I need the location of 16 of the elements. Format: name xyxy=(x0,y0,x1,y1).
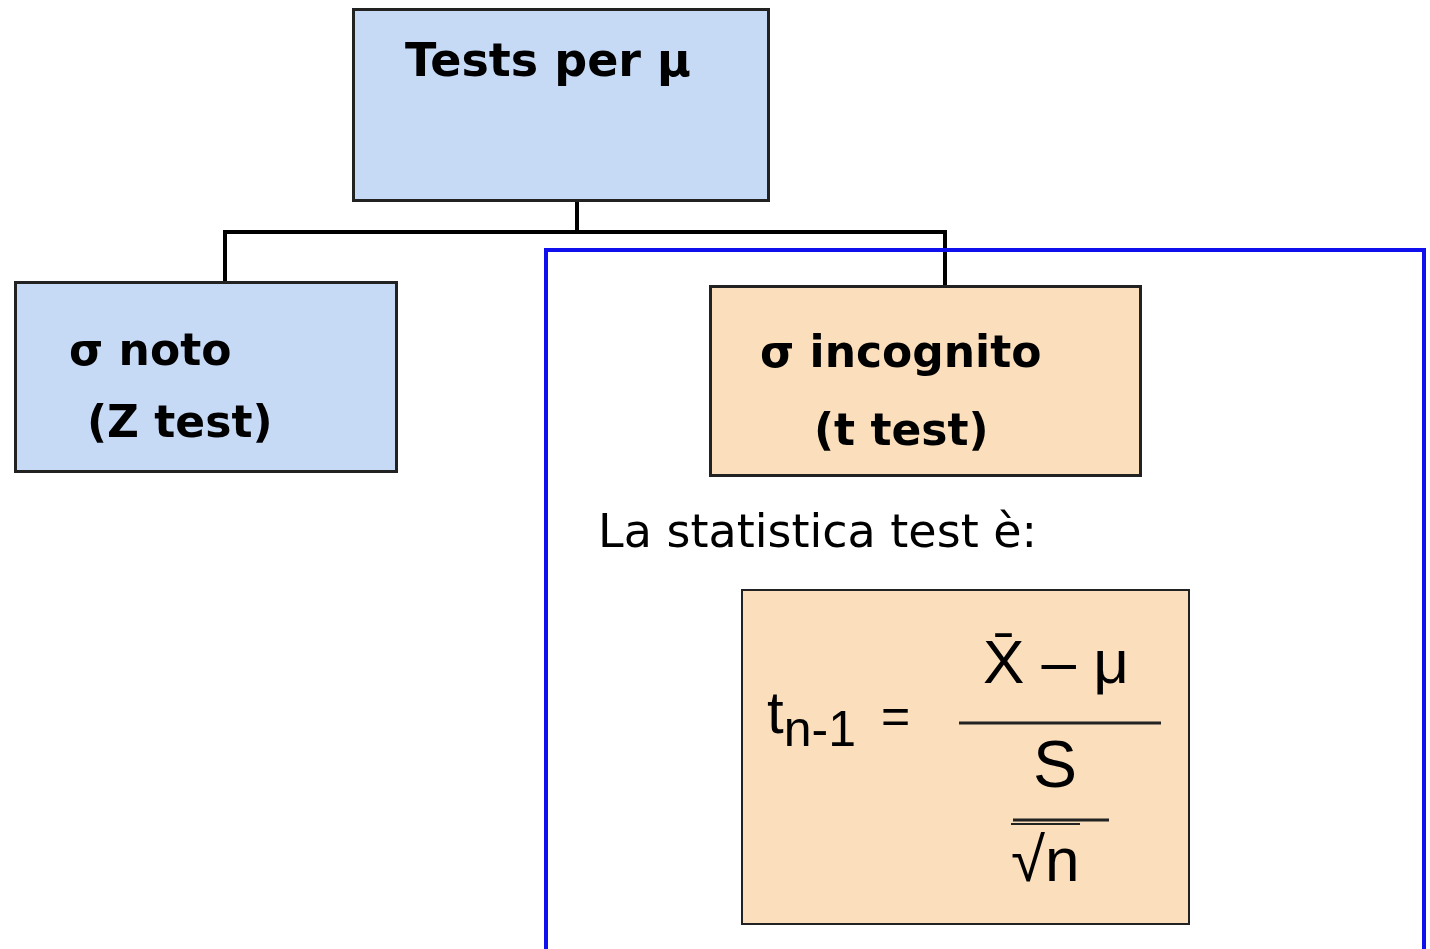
connector-line xyxy=(575,202,947,285)
equals-sign: = xyxy=(881,691,911,741)
formula-term: S xyxy=(1033,731,1078,797)
box-label: σ noto xyxy=(69,328,232,372)
category-box xyxy=(14,281,398,473)
formula-term: X̄ – μ xyxy=(983,631,1129,693)
box-label: (t test) xyxy=(814,408,989,452)
box-label: (Z test) xyxy=(87,400,273,444)
category-box xyxy=(709,285,1142,477)
box-label: σ incognito xyxy=(760,330,1042,374)
formula-term: √n xyxy=(1011,823,1080,891)
title-box xyxy=(352,8,770,202)
formula-term: t$_{n-1}$ xyxy=(767,683,856,754)
formula-box xyxy=(741,589,1190,925)
group-panel xyxy=(544,248,1426,949)
formula-intro-text: La statistica test è: xyxy=(598,508,1038,554)
